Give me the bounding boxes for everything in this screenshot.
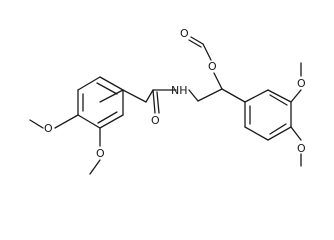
atom-labels: NH O O O O O O O xyxy=(44,27,306,160)
chemical-structure: NH O O O O O O O xyxy=(29,27,306,175)
right-aromatic-ring xyxy=(221,88,292,141)
formate-ester xyxy=(188,36,223,90)
formyl-oxygen-label: O xyxy=(180,27,189,40)
ester-oxygen-label: O xyxy=(208,60,217,73)
amide-nitrogen-label: NH xyxy=(171,84,188,97)
methoxy-groups xyxy=(29,62,302,175)
right-para-methoxy-oxygen-label: O xyxy=(297,142,306,155)
left-aromatic-ring xyxy=(77,76,124,129)
left-para-methoxy-oxygen-label: O xyxy=(44,122,53,135)
left-meta-methoxy-oxygen-label: O xyxy=(96,147,105,160)
right-meta-methoxy-oxygen-label: O xyxy=(297,77,306,90)
acetamide-linker xyxy=(122,88,223,114)
amide-oxygen-label: O xyxy=(151,114,160,127)
